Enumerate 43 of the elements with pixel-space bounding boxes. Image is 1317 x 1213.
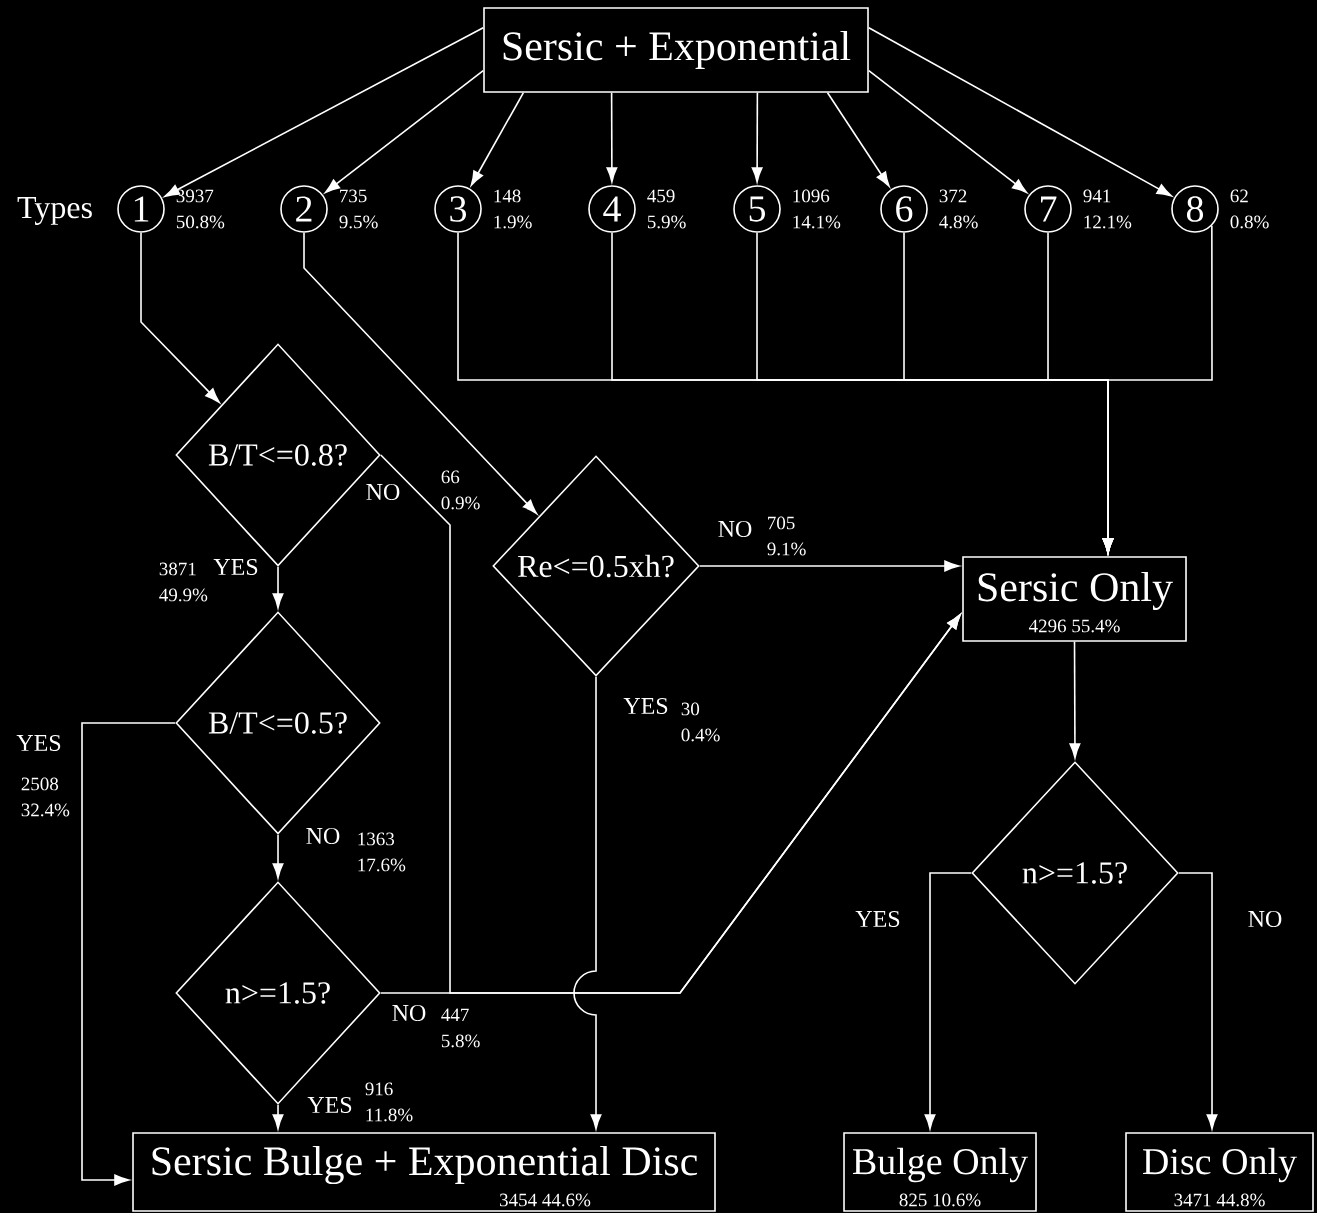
- arrow: [272, 566, 284, 609]
- arrow: [380, 614, 961, 994]
- count-label: 372 4.8%: [939, 189, 978, 229]
- arrow: [573, 676, 602, 1130]
- arrow: [751, 92, 763, 183]
- count-label: 447 5.8%: [441, 1008, 480, 1048]
- arrow: [470, 92, 525, 186]
- arrow: [324, 69, 484, 193]
- arrow: [164, 26, 484, 197]
- arrow: [272, 1104, 284, 1130]
- process-box: Sersic Only 4296 55.4%: [962, 556, 1187, 642]
- count-label: 735 9.5%: [339, 189, 378, 229]
- arrow: [1102, 225, 1213, 554]
- edge-label: YES: [621, 695, 671, 717]
- count-label: 1096 14.1%: [793, 189, 841, 229]
- count-label: 941 12.1%: [1083, 189, 1132, 229]
- arrow: [272, 834, 284, 879]
- arrow: [1178, 872, 1218, 1130]
- arrow: [826, 92, 890, 187]
- count-label: 66 0.9%: [441, 470, 480, 510]
- arrow: [924, 872, 972, 1130]
- count-label: 1363 17.6%: [358, 832, 406, 872]
- count-label: 2508 32.4%: [21, 777, 70, 817]
- count-label: 459 5.9%: [647, 189, 686, 229]
- arrow: [303, 232, 538, 515]
- arrow: [606, 92, 618, 183]
- count-label: 705 9.1%: [767, 516, 806, 556]
- count-label: 148 1.9%: [494, 189, 532, 229]
- process-box: Disc Only 3471 44.8%: [1125, 1132, 1314, 1212]
- count-label: 62 0.8%: [1230, 189, 1269, 229]
- edge-label: YES: [14, 732, 64, 754]
- process-box: Sersic Bulge + Exponential Disc 3454 44.6%: [132, 1132, 716, 1212]
- arrow: [699, 560, 960, 572]
- arrow: [140, 232, 220, 403]
- process-box: Sersic + Exponential: [483, 7, 869, 93]
- count-label: 30 0.4%: [681, 702, 720, 742]
- arrow: [1069, 641, 1081, 759]
- count-label: 3937 50.8%: [176, 189, 225, 229]
- arrow: [868, 26, 1172, 197]
- arrow: [81, 722, 176, 1186]
- process-box: Bulge Only 825 10.6%: [843, 1132, 1037, 1212]
- arrow: [868, 69, 1028, 193]
- edge-label: YES: [853, 908, 903, 930]
